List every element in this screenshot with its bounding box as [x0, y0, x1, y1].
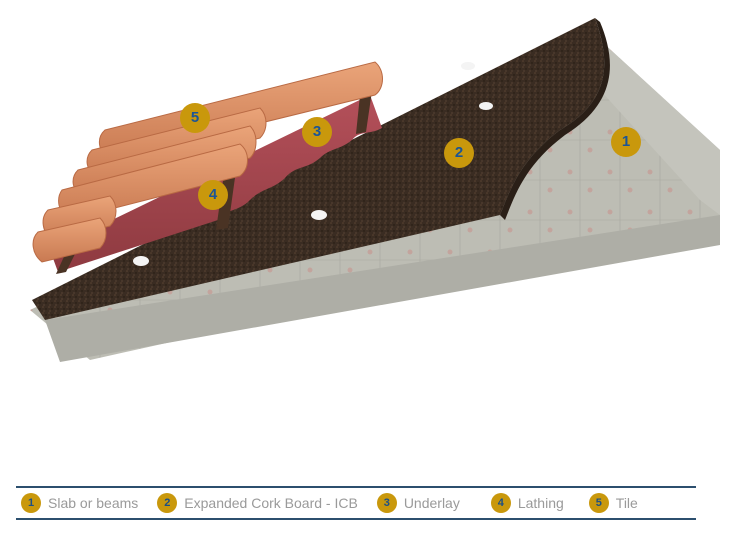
layer-marker-5: 5 — [180, 103, 210, 133]
legend-label-4: Lathing — [517, 495, 564, 511]
layer-marker-2: 2 — [444, 138, 474, 168]
legend-item-lathing: 4 Lathing — [490, 493, 564, 513]
layer-marker-3: 3 — [302, 117, 332, 147]
legend-badge-4: 4 — [490, 493, 511, 513]
cork-board-edge — [500, 18, 610, 220]
cork-board — [32, 18, 605, 320]
legend-badge-2: 2 — [157, 493, 178, 513]
layer-legend: 1 Slab or beams 2 Expanded Cork Board - … — [16, 486, 696, 520]
legend-badge-3: 3 — [376, 493, 397, 513]
legend-item-tile: 5 Tile — [588, 493, 638, 513]
fixing-discs — [133, 62, 493, 266]
legend-item-cork-board: 2 Expanded Cork Board - ICB — [157, 493, 358, 513]
legend-item-underlay: 3 Underlay — [376, 493, 460, 513]
legend-badge-1: 1 — [21, 493, 41, 513]
roof-section-drawing — [30, 18, 720, 362]
legend-badge-5: 5 — [588, 493, 609, 513]
slab-right-face — [600, 45, 720, 215]
layer-marker-1: 1 — [611, 127, 641, 157]
legend-label-5: Tile — [615, 495, 638, 511]
roof-layers-illustration: 1 2 3 4 5 — [30, 18, 720, 362]
legend-label-3: Underlay — [403, 495, 460, 511]
slab-front-face — [45, 215, 720, 362]
roof-tiles — [32, 61, 383, 263]
legend-item-slab: 1 Slab or beams — [21, 493, 138, 513]
layer-marker-4: 4 — [198, 180, 228, 210]
legend-label-2: Expanded Cork Board - ICB — [184, 495, 358, 511]
legend-label-1: Slab or beams — [48, 495, 139, 511]
